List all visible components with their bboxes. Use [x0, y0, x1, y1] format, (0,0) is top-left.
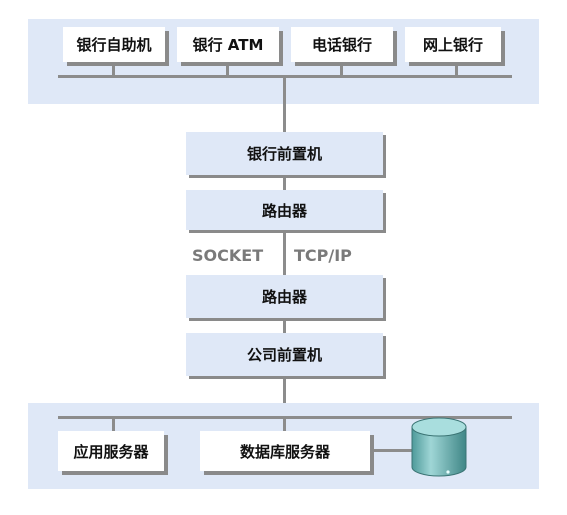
- channel-atm: 银行 ATM: [177, 27, 279, 62]
- app-server-box: 应用服务器: [58, 431, 164, 471]
- drop-line-2: [226, 62, 229, 76]
- router-top-node: 路由器: [186, 190, 383, 230]
- protocol-socket: SOCKET: [192, 246, 264, 265]
- bank-frontend-node: 银行前置机: [186, 132, 383, 175]
- company-frontend-node: 公司前置机: [186, 333, 383, 376]
- app-server-drop-line: [112, 417, 115, 431]
- db-server-box: 数据库服务器: [200, 431, 370, 471]
- drop-line-4: [455, 62, 458, 76]
- drop-line-1: [112, 62, 115, 76]
- db-server-drop-line: [283, 417, 286, 431]
- channel-online-banking: 网上银行: [405, 27, 501, 62]
- database-cylinder-icon: [411, 417, 467, 477]
- channel-self-service: 银行自助机: [63, 27, 165, 62]
- trunk-line: [283, 77, 286, 418]
- top-bus-line: [58, 75, 512, 78]
- channel-phone-banking: 电话银行: [291, 27, 393, 62]
- protocol-tcpip: TCP/IP: [294, 246, 352, 265]
- db-link-line: [370, 449, 414, 452]
- router-bottom-node: 路由器: [186, 275, 383, 318]
- drop-line-3: [340, 62, 343, 76]
